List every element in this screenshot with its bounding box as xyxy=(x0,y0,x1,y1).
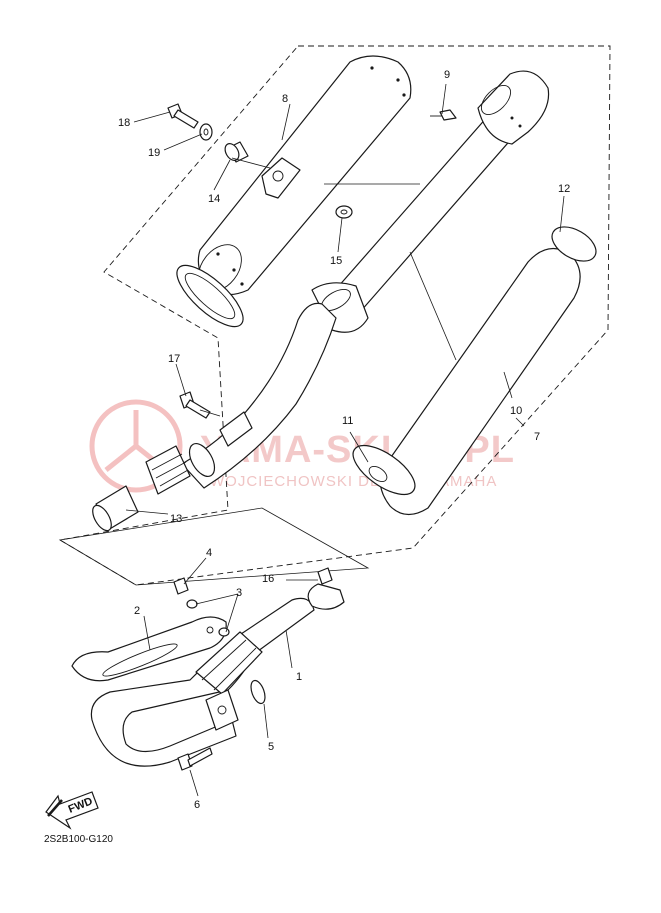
screw-part-4 xyxy=(173,577,189,595)
clamp-part-16 xyxy=(307,567,345,610)
callout-4: 4 xyxy=(206,547,212,559)
callout-17: 17 xyxy=(168,353,180,365)
bolt-part-18 xyxy=(167,103,199,129)
callout-18: 18 xyxy=(118,117,130,129)
bolt-part-6 xyxy=(177,747,213,771)
callout-3: 3 xyxy=(236,587,242,599)
callout-7: 7 xyxy=(534,431,540,443)
callout-9: 9 xyxy=(444,69,450,81)
washer-part-19 xyxy=(199,123,213,141)
watermark-tagline: WOJCIECHOWSKI DEALER YAMAHA xyxy=(210,473,497,490)
silencer-front-end-part-11 xyxy=(352,444,416,496)
callout-14: 14 xyxy=(208,193,220,205)
joint-sleeve-part-13 xyxy=(92,485,139,532)
center-bracket-flange xyxy=(311,282,369,333)
exhaust-flange xyxy=(205,689,239,731)
exhaust-pipe-part-1 xyxy=(90,597,315,767)
collar-part-15 xyxy=(335,205,353,219)
heat-protector-part-2 xyxy=(71,616,227,682)
gasket-part-5 xyxy=(250,679,266,705)
link-pipe xyxy=(181,302,337,489)
forward-arrow-icon xyxy=(45,791,99,830)
fwd-direction-badge: FWD xyxy=(45,791,99,830)
rivet-part-9 xyxy=(430,109,457,121)
yamaha-tuning-fork-logo xyxy=(89,399,183,493)
bolt-part-17 xyxy=(179,391,211,419)
diagram-code: 2S2B100-G120 xyxy=(44,834,113,845)
callout-15: 15 xyxy=(330,255,342,267)
callout-11: 11 xyxy=(342,415,353,427)
callout-10: 10 xyxy=(510,405,522,417)
callout-16: 16 xyxy=(262,573,274,585)
callout-6: 6 xyxy=(194,799,200,811)
callout-19: 19 xyxy=(148,147,160,159)
link-pipe-spring-tip xyxy=(145,445,191,495)
inlet-gasket-ring xyxy=(176,264,244,328)
silencer-sleeve-part-10 xyxy=(379,247,581,516)
callout-13: 13 xyxy=(170,513,182,525)
leader-lines xyxy=(125,83,565,797)
callout-labels: 1 2 3 4 5 6 7 8 9 10 11 12 13 14 15 16 1… xyxy=(118,69,570,811)
rear-end-plate-part-12 xyxy=(551,226,597,262)
callout-2: 2 xyxy=(134,605,140,617)
callout-12: 12 xyxy=(558,183,570,195)
callout-8: 8 xyxy=(282,93,288,105)
exhaust-pipe-frame xyxy=(58,507,370,586)
callout-5: 5 xyxy=(268,741,274,753)
callout-1: 1 xyxy=(296,671,302,683)
mounting-bracket xyxy=(261,157,301,199)
grommet-part-14 xyxy=(224,141,249,163)
